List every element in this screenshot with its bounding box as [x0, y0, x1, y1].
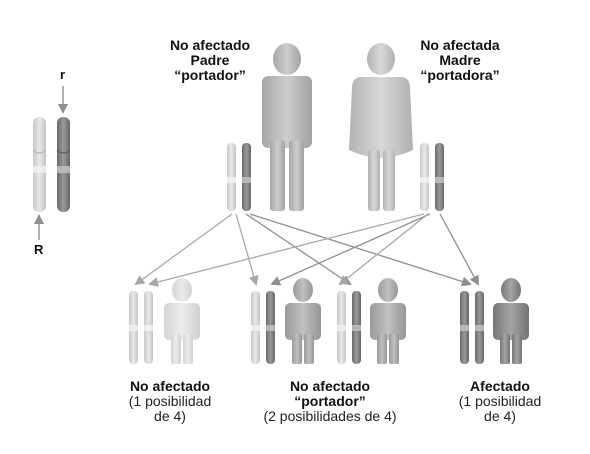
offspring-carrier-label: No afectado “portador” (2 posibilidades …: [240, 379, 420, 424]
offspring-carrier-odds: (2 posibilidades de 4): [263, 408, 397, 424]
offspring-unaffected-odds: (1 posibilidad: [128, 393, 212, 409]
mother-figure: [349, 43, 413, 211]
child-affected-chromosomes: [460, 291, 484, 364]
mother-label: No afectada Madre “portadora”: [400, 38, 520, 83]
mother-label-line1: No afectada: [420, 37, 500, 53]
child-unaffected-figure: [164, 278, 200, 364]
offspring-affected-odds-cont: de 4): [484, 408, 516, 424]
offspring-unaffected-label: No afectado (1 posibilidad de 4): [100, 379, 240, 424]
legend-chromosome-dark: [56, 117, 71, 212]
child-carrier-1-figure: [285, 278, 321, 364]
inheritance-arrows: [134, 213, 479, 287]
legend-letter-R: R: [34, 242, 44, 257]
child-carrier-1-chromosomes: [251, 291, 275, 364]
arrow-mother-to-carrier-1: [270, 213, 431, 286]
father-label-line3: “portador”: [174, 67, 246, 83]
arrow-father-to-carrier-2: [245, 213, 352, 286]
child-unaffected-chromosomes: [129, 291, 153, 364]
child-carrier-2-figure: [370, 278, 406, 364]
child-carrier-2-chromosomes: [337, 291, 361, 364]
offspring-carrier-subtitle: “portador”: [294, 393, 366, 409]
arrow-father-to-affected: [249, 213, 472, 287]
father-label: No afectado Padre “portador”: [150, 38, 270, 83]
father-label-line1: No afectado: [169, 37, 251, 53]
mother-label-line2: Madre: [439, 52, 481, 68]
mother-label-line3: “portadora”: [420, 67, 500, 83]
offspring-affected-title: Afectado: [470, 378, 530, 394]
arrow-father-to-unaffected: [134, 213, 233, 286]
father-chromosome-dark: [242, 143, 251, 211]
mother-chromosome-light: [420, 143, 429, 211]
mother-chromosome-dark: [435, 143, 444, 211]
offspring-carrier-title: No afectado: [289, 378, 371, 394]
arrow-mother-to-unaffected: [148, 213, 425, 287]
legend-chromosome-light: [32, 117, 47, 212]
offspring-affected-odds: (1 posibilidad: [458, 393, 542, 409]
arrow-mother-to-carrier-2: [338, 213, 429, 286]
offspring-unaffected-odds-cont: de 4): [154, 408, 186, 424]
legend-letter-r: r: [60, 67, 66, 82]
offspring-affected-label: Afectado (1 posibilidad de 4): [430, 379, 570, 424]
arrow-mother-to-affected: [439, 213, 479, 286]
child-affected-figure: [493, 278, 529, 364]
arrow-father-to-carrier-1: [235, 213, 259, 286]
father-chromosome-light: [227, 143, 236, 211]
father-figure: [262, 43, 312, 211]
offspring-unaffected-title: No afectado: [129, 378, 211, 394]
father-label-line2: Padre: [190, 52, 230, 68]
